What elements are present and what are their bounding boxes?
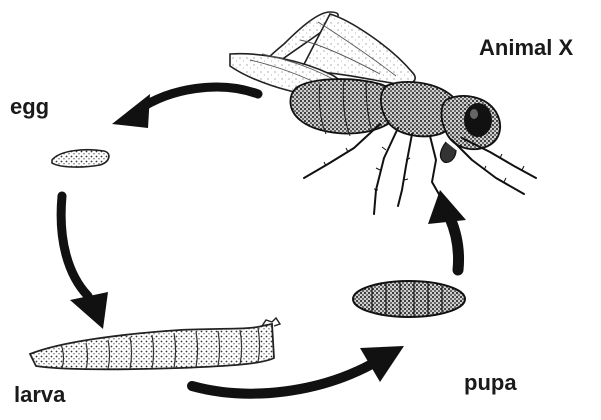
pupa-illustration (353, 281, 465, 317)
animal-x-label: Animal X (479, 37, 573, 59)
larva-illustration (30, 318, 280, 369)
arrow-adult-to-egg (112, 87, 258, 128)
egg-illustration (52, 150, 109, 167)
egg-label: egg (10, 96, 49, 118)
pupa-label: pupa (464, 372, 517, 394)
fly-legs (304, 124, 536, 214)
arrow-egg-to-larva (61, 196, 108, 329)
arrow-pupa-to-adult (428, 190, 466, 270)
fly-eye (464, 103, 492, 137)
larva-label: larva (14, 384, 65, 406)
